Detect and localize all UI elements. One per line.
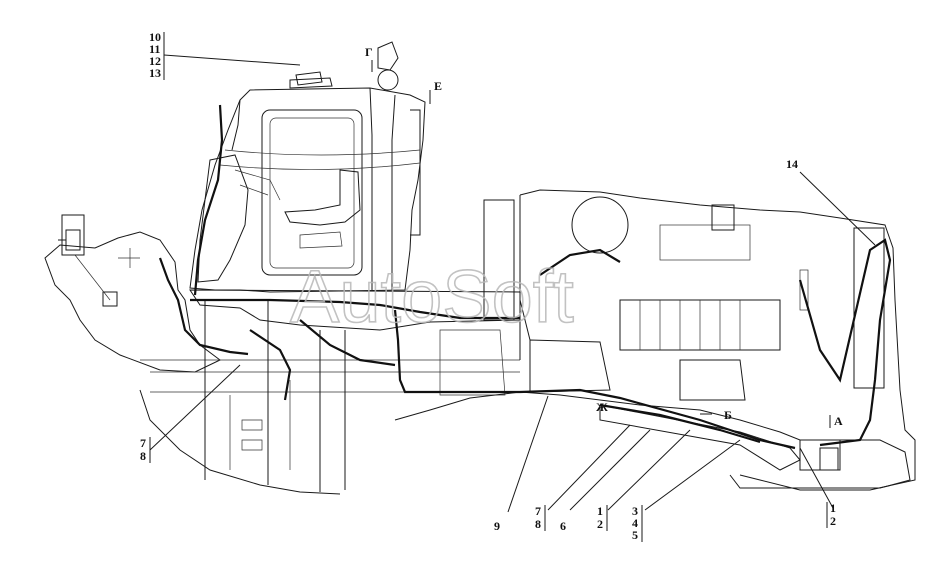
callout-label: 8	[140, 449, 146, 463]
callout-label: 13	[149, 66, 161, 80]
callout-label: 10	[149, 30, 161, 44]
view-b-label: Б	[724, 408, 732, 422]
callout-label: 12	[149, 54, 161, 68]
view-a-label: А	[834, 414, 843, 428]
engine-compartment	[439, 189, 916, 491]
callout-label: 7	[140, 436, 146, 450]
callout-7-8-bottom: 7 8	[535, 504, 546, 531]
watermark: AutoSoft	[290, 255, 574, 338]
callout-9: 9	[494, 519, 500, 533]
callout-1-2-bottom: 1 2	[597, 504, 608, 531]
rear-ripper-outline	[44, 214, 249, 373]
callout-3-5-bottom: 3 4 5	[632, 504, 643, 542]
view-g-label: Г	[365, 45, 373, 59]
callout-label: 2	[597, 517, 603, 531]
callout-1-2-right: 1 2	[826, 501, 836, 528]
view-zh-label: Ж	[596, 400, 608, 414]
track-frame	[394, 391, 911, 489]
callout-label: 5	[632, 528, 638, 542]
view-e-label: Е	[434, 79, 442, 93]
callout-14: 14	[786, 157, 798, 171]
cab-outline	[189, 41, 426, 293]
callout-label: 4	[632, 516, 638, 530]
callout-label: 1	[830, 501, 836, 515]
callout-label: 1	[597, 504, 603, 518]
callout-10-13: 10 11 12 13	[149, 30, 165, 80]
callout-label: 11	[149, 42, 160, 56]
callout-label: 8	[535, 517, 541, 531]
chassis-frame	[139, 289, 521, 495]
callout-label: 2	[830, 514, 836, 528]
callout-6: 6	[560, 519, 566, 533]
callout-label: 7	[535, 504, 541, 518]
wiring-harness	[190, 104, 892, 450]
leader-lines	[149, 54, 876, 513]
callout-label: 3	[632, 504, 638, 518]
callout-7-8-left: 7 8	[140, 436, 151, 463]
